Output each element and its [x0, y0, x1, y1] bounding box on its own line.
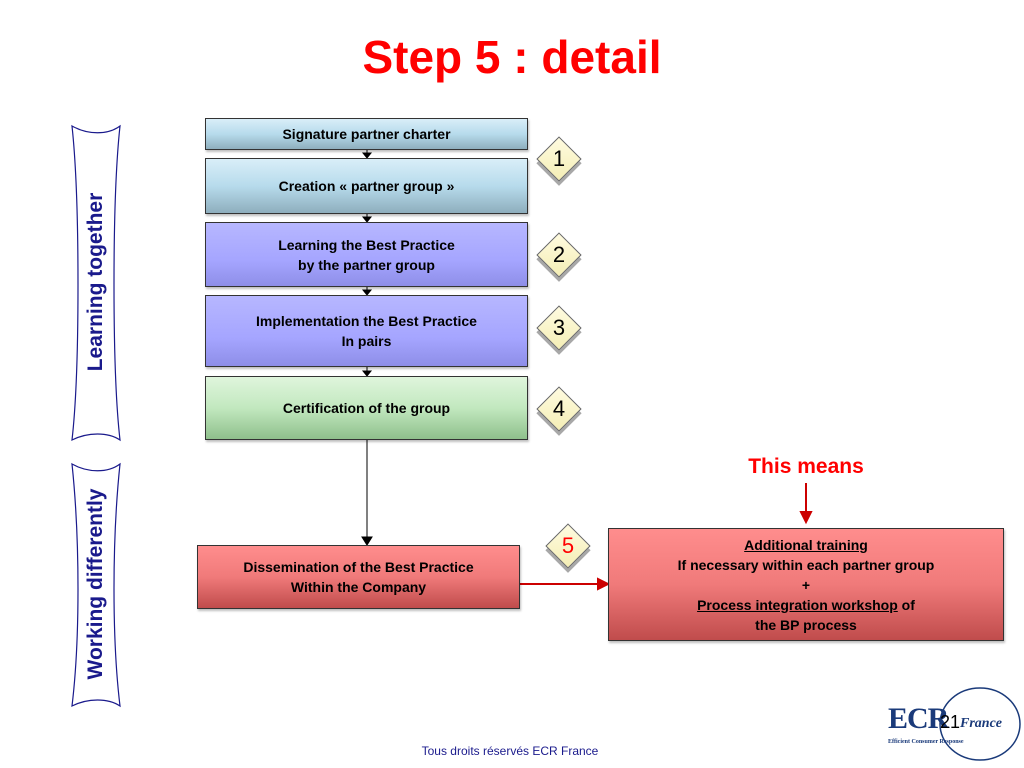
detail-line-workshop: Process integration workshop of	[697, 595, 915, 615]
side-label-working-differently: Working differently	[84, 488, 107, 680]
marker-2-number: 2	[552, 242, 566, 267]
detail-workshop-rest: of	[897, 596, 915, 613]
detail-workshop-underlined: Process integration workshop	[697, 596, 898, 613]
step-dissemination-line1: Dissemination of the Best Practice	[243, 559, 474, 575]
learning-band-outline	[71, 124, 121, 442]
step-implementation-line2: In pairs	[341, 333, 392, 349]
step-learning-bp: Learning the Best Practice by the partne…	[205, 222, 528, 287]
step-certification: Certification of the group	[205, 376, 528, 440]
detail-line-plus: +	[801, 576, 811, 593]
step-creation-label: Creation « partner group »	[278, 178, 455, 194]
marker-4: 4	[536, 386, 582, 432]
detail-line-bp-process: the BP process	[755, 616, 857, 633]
marker-1-number: 1	[552, 146, 566, 171]
marker-2: 2	[536, 232, 582, 278]
step-implementation-bp: Implementation the Best Practice In pair…	[205, 295, 528, 367]
page-number: 21	[940, 712, 961, 732]
logo-subtitle: Efficient Consumer Response	[888, 739, 964, 745]
logo-ecr-text: ECR	[888, 702, 949, 735]
detail-line-if-necessary: If necessary within each partner group	[677, 556, 935, 573]
step-learning-line1: Learning the Best Practice	[278, 236, 455, 253]
red-arrows	[520, 483, 813, 591]
step-implementation-line1: Implementation the Best Practice	[256, 313, 477, 329]
detail-line-additional-training: Additional training	[744, 536, 868, 553]
step-learning-line2: by the partner group	[298, 256, 435, 273]
side-label-learning-together: Learning together	[84, 192, 107, 372]
marker-3-number: 3	[552, 315, 566, 340]
marker-3: 3	[536, 305, 582, 351]
ecr-france-logo: ECR France Efficient Consumer Response	[880, 684, 1024, 768]
footer-copyright: Tous droits réservés ECR France	[421, 744, 599, 758]
step-creation-group: Creation « partner group »	[205, 158, 528, 214]
step-dissemination: Dissemination of the Best Practice Withi…	[197, 545, 520, 609]
flow-connectors	[361, 150, 373, 546]
step-signature-charter: Signature partner charter	[205, 118, 528, 150]
step-certification-label: Certification of the group	[282, 400, 451, 416]
logo-france-text: France	[960, 716, 1002, 731]
marker-1: 1	[536, 136, 582, 182]
step-dissemination-line2: Within the Company	[290, 579, 427, 595]
this-means-label: This means	[748, 455, 864, 478]
marker-4-number: 4	[552, 396, 566, 421]
marker-5-number: 5	[561, 533, 575, 558]
logo-swoosh	[939, 687, 1021, 761]
step-signature-label: Signature partner charter	[282, 126, 451, 142]
working-band-outline	[71, 462, 121, 708]
marker-5: 5	[545, 523, 591, 569]
detail-box-additional-training: Additional training If necessary within …	[608, 528, 1004, 641]
page-title: Step 5 : detail	[362, 31, 662, 83]
